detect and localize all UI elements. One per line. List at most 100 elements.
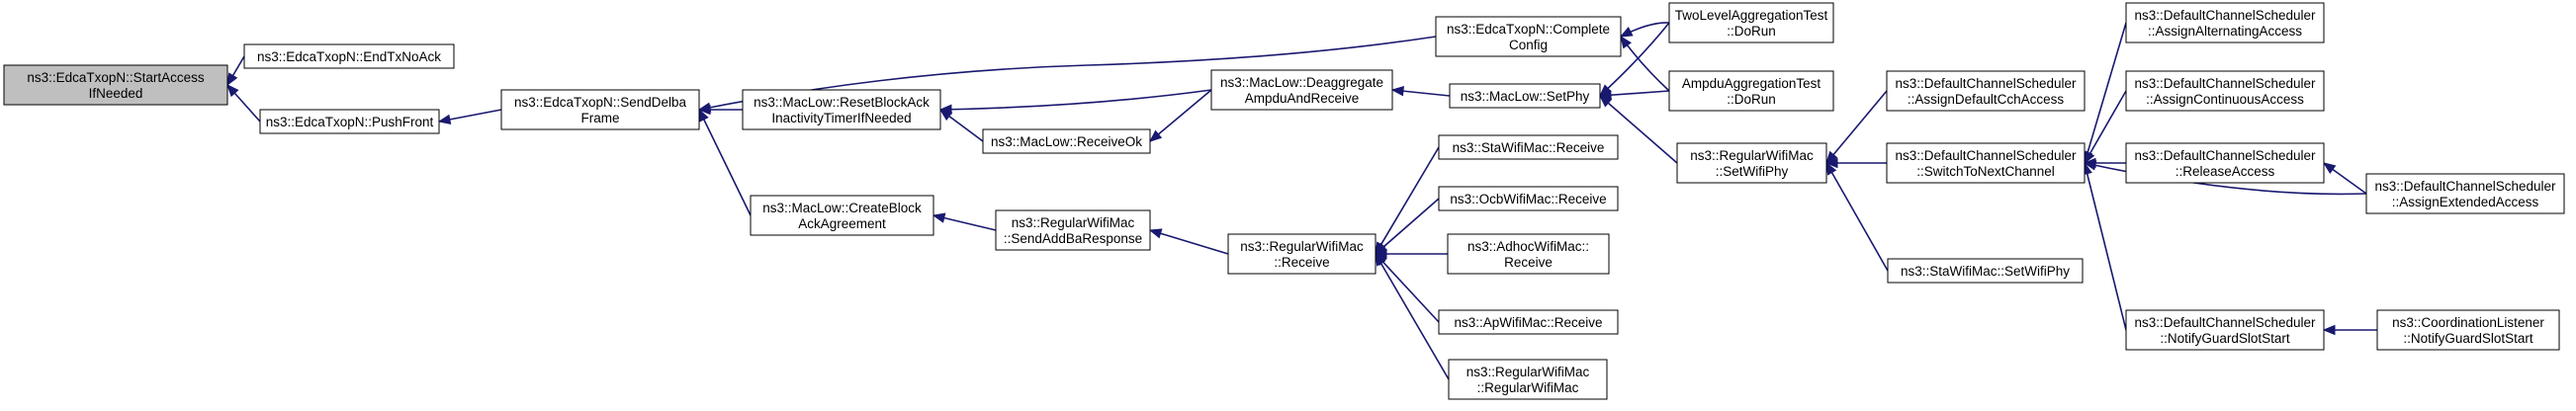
node-label-line: ::NotifyGuardSlotStart	[2160, 331, 2290, 346]
node-switch-to-next[interactable]: ns3::DefaultChannelScheduler::SwitchToNe…	[1886, 142, 2086, 184]
edge-regular-receive-to-send-addba-resp	[1148, 228, 1229, 255]
node-release-access[interactable]: ns3::DefaultChannelScheduler::ReleaseAcc…	[2125, 142, 2325, 184]
edge-send-addba-resp-to-create-block-ack	[932, 212, 997, 231]
edge-arrowhead	[697, 104, 711, 116]
edge-line	[1375, 198, 1440, 255]
node-box	[1676, 142, 1827, 184]
edge-reset-block-ack-to-send-delba	[697, 104, 743, 116]
node-label-line: ns3::DefaultChannelScheduler	[2134, 76, 2316, 91]
edge-line	[939, 89, 1212, 111]
edge-arrowhead	[1375, 252, 1386, 267]
node-label-line: ns3::DefaultChannelScheduler	[1895, 148, 2077, 163]
node-end-tx-no-ack[interactable]: ns3::EdcaTxopN::EndTxNoAck	[243, 43, 455, 69]
edge-assign-extended-to-release-access	[2322, 162, 2367, 195]
node-assign-default-cch[interactable]: ns3::DefaultChannelScheduler::AssignDefa…	[1886, 70, 2086, 112]
node-label-line: ::SendAddBaResponse	[1004, 231, 1142, 246]
node-assign-alternating[interactable]: ns3::DefaultChannelScheduler::AssignAlte…	[2125, 2, 2325, 43]
node-label-line: IfNeeded	[89, 86, 143, 101]
edge-assign-default-cch-to-regular-set-wifi-phy	[1825, 90, 1888, 165]
node-coord-listener[interactable]: ns3::CoordinationListener::NotifyGuardSl…	[2376, 309, 2560, 351]
node-box	[1447, 233, 1610, 275]
node-assign-extended[interactable]: ns3::DefaultChannelScheduler::AssignExte…	[2365, 173, 2565, 214]
node-box	[1210, 69, 1393, 111]
edge-line	[1149, 229, 1229, 255]
edge-ap-receive-to-regular-receive	[1375, 253, 1440, 323]
edge-line	[2084, 90, 2127, 164]
edge-push-front-to-start-access	[226, 84, 261, 123]
node-label-line: ns3::MacLow::Deaggregate	[1220, 75, 1383, 90]
node-assign-continuous[interactable]: ns3::DefaultChannelScheduler::AssignCont…	[2125, 70, 2325, 112]
node-reset-block-ack[interactable]: ns3::MacLow::ResetBlockAckInactivityTime…	[742, 89, 941, 130]
edge-two-level-test-to-complete-config	[1619, 22, 1670, 38]
node-send-addba-resp[interactable]: ns3::RegularWifiMac::SendAddBaResponse	[995, 209, 1151, 251]
edge-arrowhead	[1619, 27, 1634, 38]
edge-arrowhead	[2084, 150, 2095, 165]
edge-deaggregate-to-reset-block-ack	[938, 89, 1212, 116]
edge-line	[2084, 162, 2367, 196]
node-label-line: ns3::DefaultChannelScheduler	[2134, 8, 2316, 23]
node-notify-guard[interactable]: ns3::DefaultChannelScheduler::NotifyGuar…	[2125, 309, 2325, 351]
node-box	[742, 89, 941, 130]
node-set-phy[interactable]: ns3::MacLow::SetPhy	[1449, 83, 1601, 109]
node-two-level-test[interactable]: TwoLevelAggregationTest::DoRun	[1668, 2, 1834, 43]
edge-arrowhead	[2083, 160, 2097, 171]
node-ampdu-test[interactable]: AmpduAggregationTest::DoRun	[1668, 70, 1834, 112]
edge-line	[698, 36, 1437, 111]
node-label-line: ::AssignExtendedAccess	[2392, 195, 2539, 209]
node-adhoc-receive[interactable]: ns3::AdhocWifiMac::Receive	[1447, 233, 1610, 275]
edge-assign-extended-to-switch-to-next	[2083, 160, 2367, 196]
node-label-line: ::AssignDefaultCchAccess	[1908, 92, 2065, 107]
edge-coord-listener-to-notify-guard	[2322, 324, 2377, 336]
node-ocb-receive[interactable]: ns3::OcbWifiMac::Receive	[1438, 186, 1619, 211]
edge-send-delba-to-push-front	[437, 109, 502, 125]
node-ap-receive[interactable]: ns3::ApWifiMac::Receive	[1438, 309, 1619, 335]
node-box	[982, 128, 1151, 154]
edge-regular-set-wifi-phy-to-set-phy	[1599, 95, 1678, 164]
edge-line	[1599, 90, 1670, 97]
node-box	[1435, 16, 1622, 57]
edge-sta-set-wifi-phy-to-regular-set-wifi-phy	[1825, 161, 1889, 272]
node-label-line: ::Receive	[1274, 255, 1329, 270]
edge-arrowhead	[1620, 35, 1632, 49]
edge-arrowhead	[437, 114, 452, 125]
node-box	[1438, 186, 1619, 211]
node-regular-ctor[interactable]: ns3::RegularWifiMac::RegularWifiMac	[1448, 359, 1608, 400]
node-box	[259, 109, 440, 134]
edge-notify-guard-to-switch-to-next	[2082, 161, 2127, 331]
node-label-line: ns3::EdcaTxopN::Complete	[1447, 22, 1610, 37]
node-label-line: ns3::AdhocWifiMac::	[1467, 239, 1589, 254]
edge-arrowhead	[1390, 85, 1404, 97]
node-box	[1438, 309, 1619, 335]
node-label-line: ns3::EdcaTxopN::SendDelba	[514, 95, 687, 110]
node-sta-set-wifi-phy[interactable]: ns3::StaWifiMac::SetWifiPhy	[1887, 258, 2084, 284]
edge-ampdu-test-to-set-phy	[1598, 89, 1670, 101]
node-sta-receive[interactable]: ns3::StaWifiMac::Receive	[1438, 134, 1619, 160]
node-box	[2365, 173, 2565, 214]
edge-line	[1825, 90, 1888, 164]
node-label-line: ns3::EdcaTxopN::EndTxNoAck	[257, 49, 441, 64]
edge-assign-alternating-to-switch-to-next	[2083, 22, 2127, 165]
edge-deaggregate-to-receive-ok	[1148, 89, 1212, 142]
node-label-line: ns3::StaWifiMac::Receive	[1453, 140, 1605, 155]
edge-arrowhead	[226, 72, 238, 87]
node-push-front[interactable]: ns3::EdcaTxopN::PushFront	[259, 109, 440, 134]
edge-arrowhead	[2322, 324, 2336, 336]
edge-arrowhead	[938, 109, 953, 122]
node-label-line: ns3::OcbWifiMac::Receive	[1450, 192, 1606, 206]
node-receive-ok[interactable]: ns3::MacLow::ReceiveOk	[982, 128, 1151, 154]
edge-end-tx-no-ack-to-start-access	[226, 55, 245, 87]
edge-arrowhead	[932, 212, 946, 223]
edge-ampdu-test-to-complete-config	[1620, 35, 1670, 92]
edge-line	[2084, 162, 2127, 331]
node-regular-set-wifi-phy[interactable]: ns3::RegularWifiMac::SetWifiPhy	[1676, 142, 1827, 184]
node-regular-receive[interactable]: ns3::RegularWifiMac::Receive	[1227, 233, 1377, 275]
node-label-line: ::AssignAlternatingAccess	[2148, 24, 2302, 39]
node-label-line: ns3::RegularWifiMac	[1466, 365, 1590, 379]
node-box	[1227, 233, 1377, 275]
